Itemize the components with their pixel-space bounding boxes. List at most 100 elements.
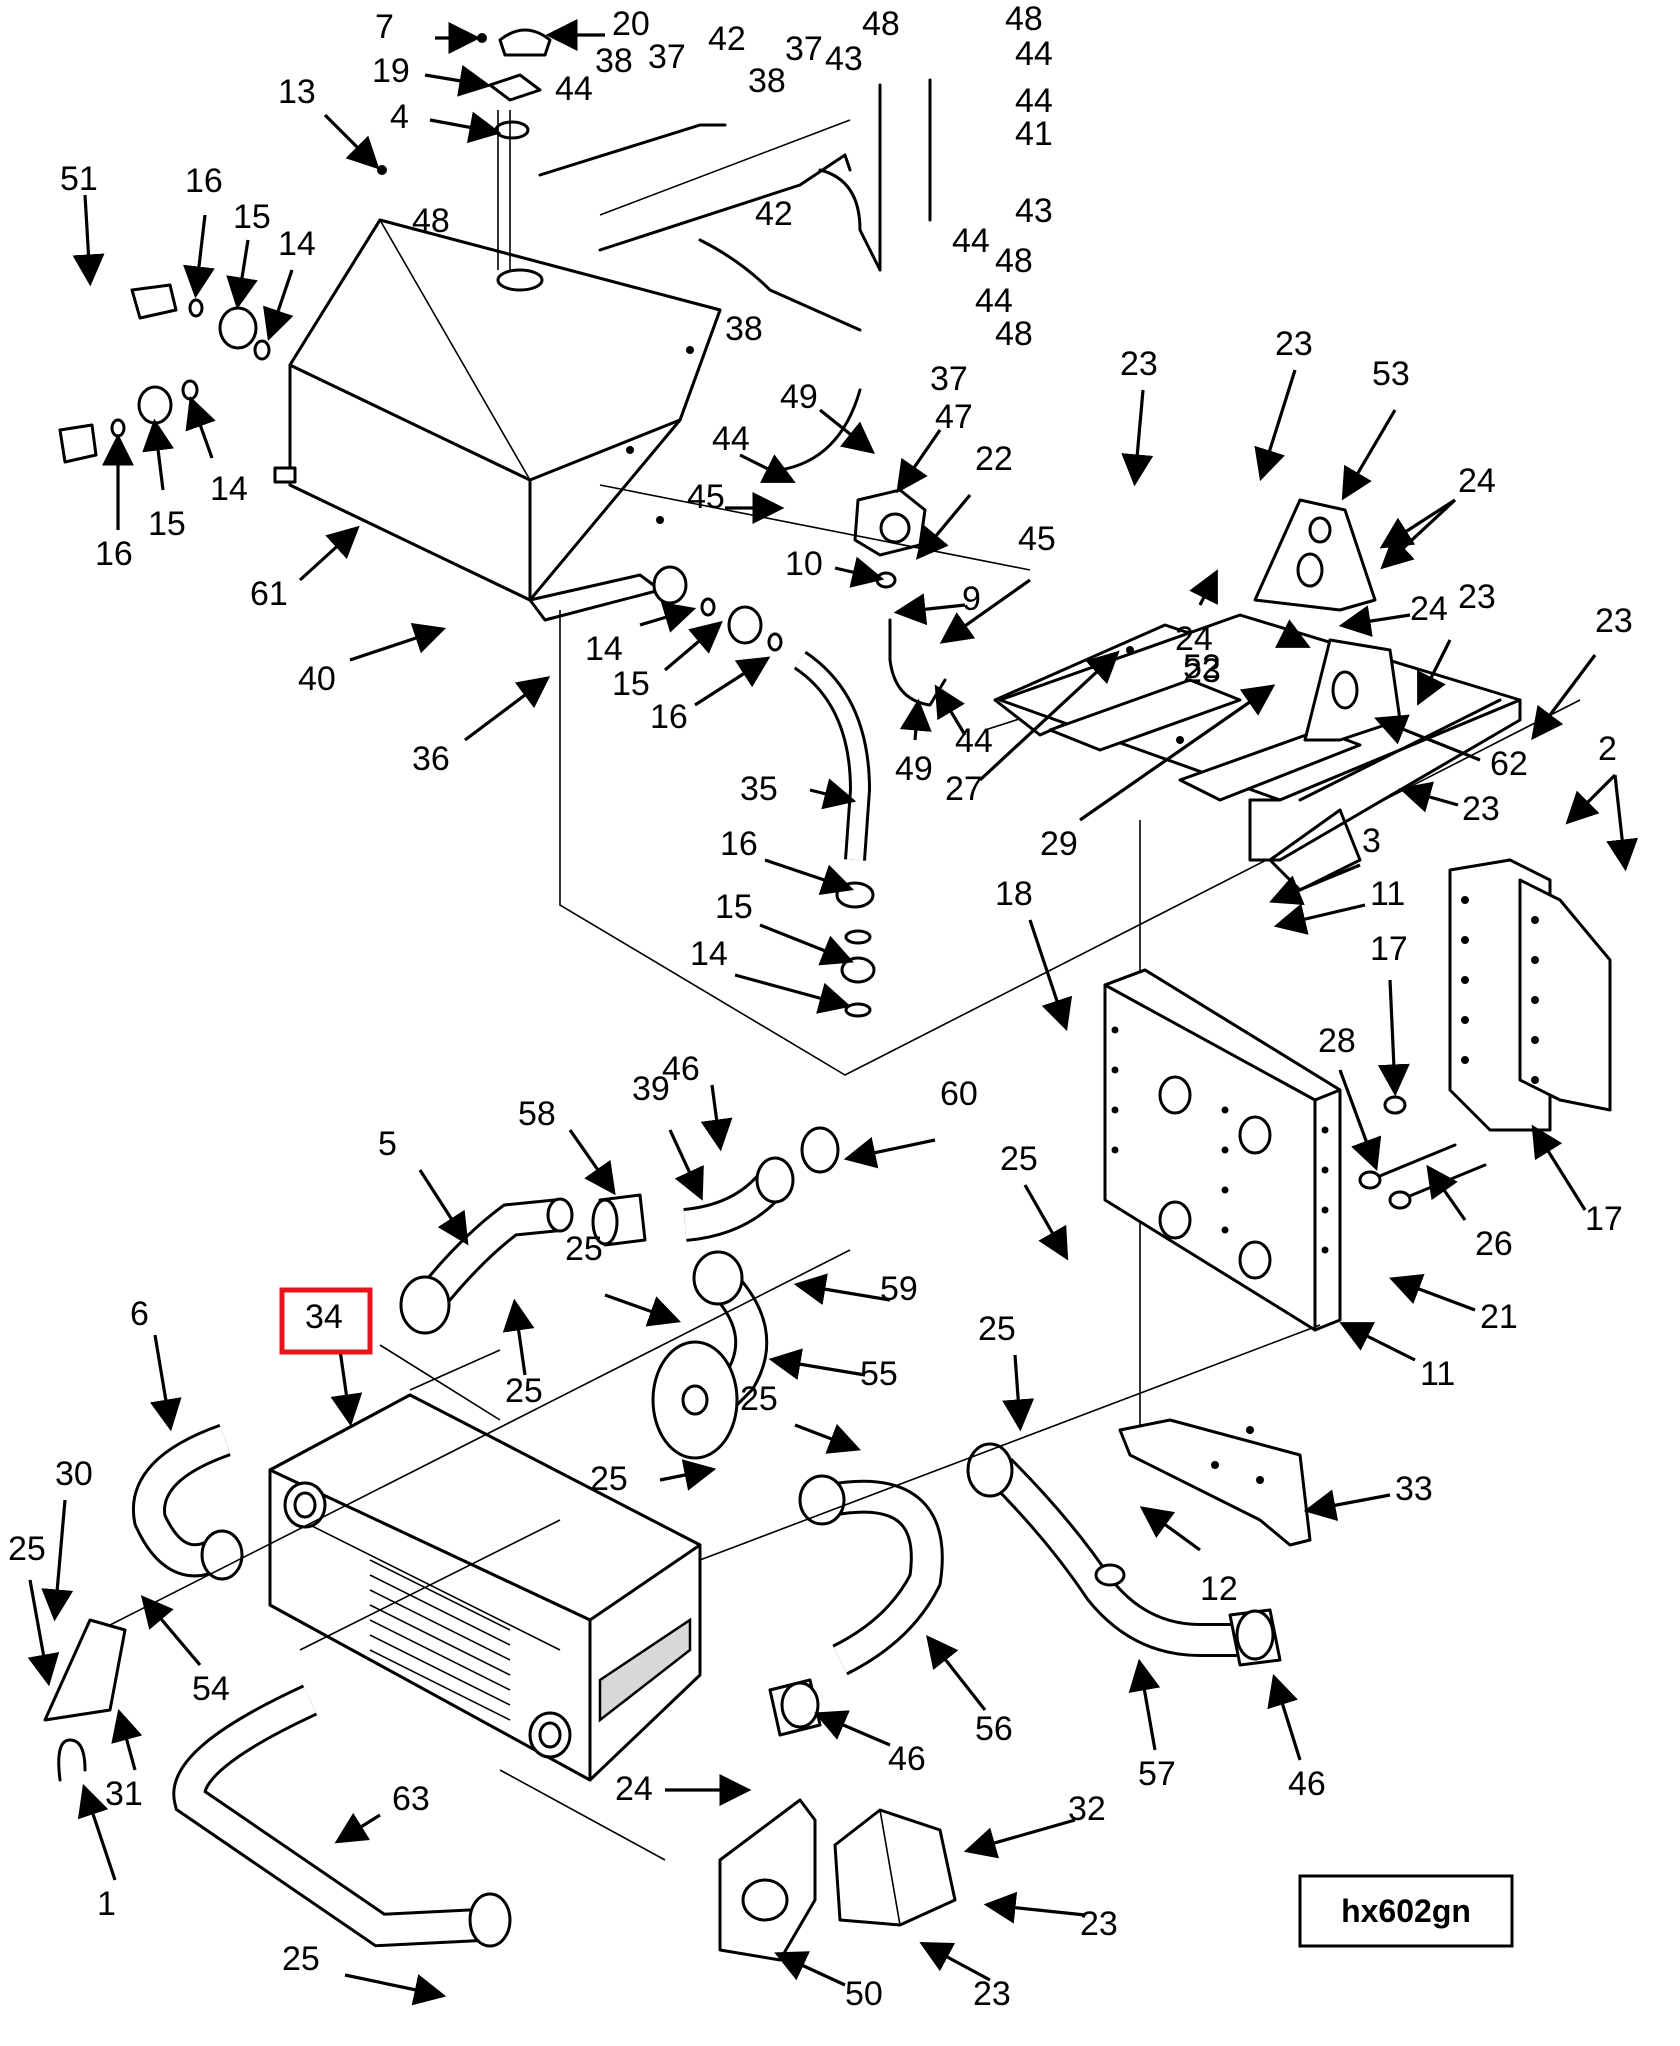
callout-label: 53 [1372,355,1410,393]
coupling-46-left [768,1678,822,1737]
callout-label: 16 [720,825,758,863]
callout-label: 15 [612,665,650,703]
pipe-57 [966,1442,1240,1657]
callout-label: 11 [1420,1355,1455,1393]
callout-label: 12 [1200,1570,1238,1608]
callout-label: 24 [615,1770,653,1808]
bolts-17 [1358,1095,1487,1210]
callout-label: 59 [880,1270,918,1308]
drawing-code: hx602gn [1341,1893,1471,1929]
leader-arrows [27,19,1639,2006]
drawing-code-box: hx602gn [1298,1874,1514,1948]
callout-label: 22 [975,440,1013,478]
callout-label: 44 [952,222,990,260]
pipe-60 [399,1197,574,1335]
callout-label: 40 [298,660,336,698]
heat-exchanger-fins [369,1559,511,1721]
callout-label: 25 [590,1460,628,1498]
callout-label: 37 [648,38,686,76]
callout-label: 13 [278,73,316,111]
callout-label: 54 [192,1670,230,1708]
callout-label: 32 [1068,1790,1106,1828]
callout-label: 21 [1480,1298,1518,1336]
callout-34-highlight-box [279,1287,373,1355]
callout-label: 24 [1410,590,1448,628]
coupling-46-top [591,1193,647,1247]
callout-label: 45 [1018,520,1056,558]
callout-label: 61 [250,575,288,613]
callout-label: 29 [1040,825,1078,863]
callout-label: 46 [888,1740,926,1778]
callout-label: 18 [995,875,1033,913]
callout-label: 25 [8,1530,46,1568]
callout-label: 25 [565,1230,603,1268]
callout-label: 55 [860,1355,898,1393]
pipe-58 [683,1126,840,1242]
callout-label: 35 [740,770,778,808]
callout-label: 2 [1598,730,1617,768]
callout-label: 38 [725,310,763,348]
callout-label: 48 [412,202,450,240]
callout-label: 24 [1458,462,1496,500]
callout-label: 43 [1015,192,1053,230]
pipe-56 [798,1474,944,1676]
callout-label: 15 [233,198,271,236]
callout-label: 45 [687,478,725,516]
plate-21-holes [1111,1026,1329,1254]
callout-label: 23 [1080,1905,1118,1943]
callout-label: 49 [895,750,933,788]
callout-label: 36 [412,740,450,778]
callout-label: 23 [1120,345,1158,383]
callout-label: 60 [940,1075,978,1113]
callout-label: 19 [372,52,410,90]
callout-label: 48 [995,315,1033,353]
filler-cap [377,28,552,175]
pipe-63 [172,1684,512,1948]
callout-label: 48 [995,242,1033,280]
callout-label: 9 [962,580,981,618]
callout-label: 11 [1370,875,1405,913]
callout-label: 49 [780,378,818,416]
callout-label: 44 [1015,82,1053,120]
callout-label: 31 [105,1775,143,1813]
bracket-50 [718,1798,817,1962]
callout-label: 48 [862,5,900,43]
callout-label: 38 [748,62,786,100]
callout-label: 62 [1490,745,1528,783]
callout-label: 39 [632,1070,670,1108]
callout-label: 43 [825,40,863,78]
callout-label: 50 [845,1975,883,2013]
callout-label: 3 [1362,822,1381,860]
callout-label: 28 [1318,1022,1356,1060]
callout-label: 37 [785,30,823,68]
callout-labels: 7 20 19 4 13 48 44 38 37 42 38 37 43 48 … [8,0,1633,2013]
pipe-55 [132,1423,244,1581]
callout-label: 27 [945,770,983,808]
callout-label: 26 [1475,1225,1513,1263]
hose-51 [46,283,271,464]
callout-label: 44 [555,70,593,108]
heat-exchanger-34 [268,1393,702,1782]
callout-label: 23 [1275,325,1313,363]
callout-label: 47 [935,398,973,436]
callout-label: 30 [55,1455,93,1493]
bracket-32 [833,1808,957,1927]
callout-label: 23 [1462,790,1500,828]
callout-label: 23 [1595,602,1633,640]
callout-label: 44 [712,420,750,458]
callout-label: 14 [278,225,316,263]
callout-label: 58 [518,1095,556,1133]
callout-label: 42 [708,20,746,58]
callout-label: 44 [955,722,993,760]
plate-28-holes [1461,896,1539,1084]
callout-label: 33 [1395,1470,1433,1508]
pipe-59 [651,1250,769,1460]
filter-47 [853,488,947,707]
callout-label: 25 [505,1372,543,1410]
callout-label: 24 [1175,620,1213,658]
assembly-lines [109,1249,1321,1861]
callout-label: 48 [1005,0,1043,38]
callout-label: 17 [1585,1200,1623,1238]
callout-label: 14 [585,630,623,668]
